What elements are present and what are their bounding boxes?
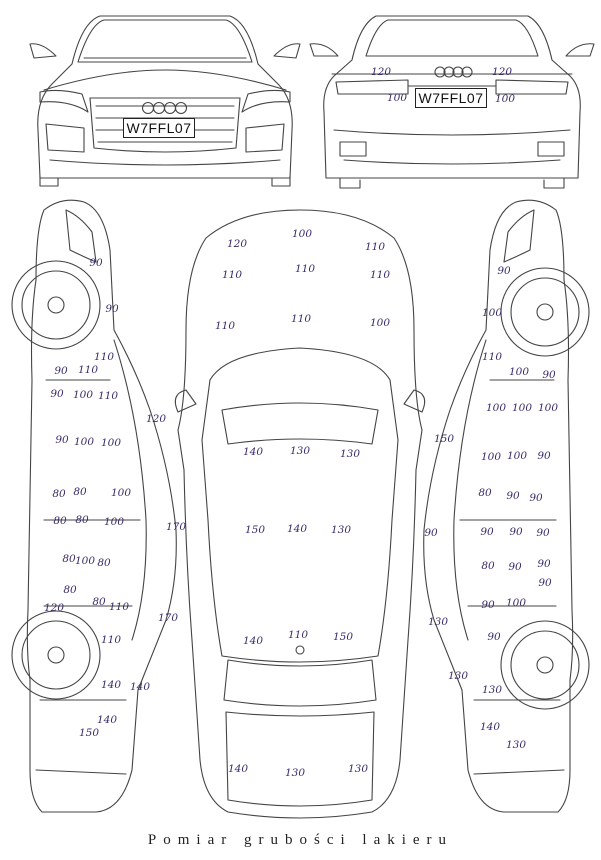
measurement-right: 90 — [424, 527, 438, 539]
measurement-rear: 120 — [491, 66, 513, 78]
measurement-right: 90 — [537, 558, 551, 570]
measurement-right: 90 — [542, 369, 556, 381]
measurement-roof: 140 — [242, 446, 264, 458]
measurement-rear: 120 — [370, 66, 392, 78]
measurement-right: 90 — [537, 450, 551, 462]
measurement-trunk: 130 — [347, 763, 369, 775]
measurement-left: 110 — [77, 364, 99, 376]
measurement-left: 110 — [97, 390, 119, 402]
measurement-right: 80 — [481, 560, 495, 572]
measurement-right: 130 — [427, 616, 449, 628]
front-view-drawing — [29, 15, 301, 187]
rear-license-plate: W7FFL07 — [415, 88, 487, 108]
measurement-right: 90 — [481, 599, 495, 611]
measurement-hood: 110 — [369, 269, 391, 281]
measurement-roof: 140 — [286, 523, 308, 535]
measurement-right: 100 — [505, 597, 527, 609]
measurement-left: 100 — [74, 555, 96, 567]
measurement-trunk: 110 — [287, 629, 309, 641]
measurement-left: 100 — [72, 389, 94, 401]
measurement-right: 90 — [480, 526, 494, 538]
measurement-left: 80 — [92, 596, 106, 608]
measurement-left: 110 — [93, 351, 115, 363]
measurement-rear: 100 — [386, 92, 408, 104]
measurement-left: 100 — [103, 516, 125, 528]
measurement-hood: 120 — [226, 238, 248, 250]
measurement-right: 100 — [480, 451, 502, 463]
measurement-left: 140 — [96, 714, 118, 726]
measurement-roof: 130 — [330, 524, 352, 536]
measurement-roof: 150 — [244, 524, 266, 536]
measurement-hood: 110 — [214, 320, 236, 332]
front-license-plate: W7FFL07 — [123, 118, 195, 138]
measurement-left: 90 — [54, 365, 68, 377]
measurement-hood: 100 — [291, 228, 313, 240]
measurement-left: 150 — [78, 727, 100, 739]
measurement-right: 130 — [447, 670, 469, 682]
measurement-left: 110 — [108, 601, 130, 613]
page-caption: Pomiar grubości lakieru — [147, 832, 454, 848]
measurement-left: 80 — [52, 488, 66, 500]
measurement-left: 90 — [89, 257, 103, 269]
rear-view-drawing — [309, 15, 595, 189]
measurement-left: 80 — [63, 584, 77, 596]
measurement-right: 100 — [508, 366, 530, 378]
measurement-left: 170 — [165, 521, 187, 533]
measurement-left: 90 — [50, 388, 64, 400]
measurement-right: 90 — [536, 527, 550, 539]
measurement-right: 140 — [479, 721, 501, 733]
top-view-drawing — [174, 209, 426, 819]
measurement-right: 100 — [537, 402, 559, 414]
measurement-right: 100 — [511, 402, 533, 414]
measurement-left: 120 — [145, 413, 167, 425]
measurement-hood: 110 — [221, 269, 243, 281]
measurement-right: 100 — [481, 307, 503, 319]
measurement-right: 100 — [506, 450, 528, 462]
measurement-right: 130 — [505, 739, 527, 751]
measurement-left: 80 — [75, 514, 89, 526]
measurement-left: 140 — [100, 679, 122, 691]
measurement-trunk: 130 — [284, 767, 306, 779]
measurement-right: 90 — [506, 490, 520, 502]
measurement-left: 80 — [73, 486, 87, 498]
measurement-left: 170 — [157, 612, 179, 624]
measurement-right: 90 — [538, 577, 552, 589]
measurement-left: 90 — [55, 434, 69, 446]
measurement-right: 100 — [485, 402, 507, 414]
right-side-drawing — [423, 199, 590, 813]
measurement-trunk: 140 — [227, 763, 249, 775]
measurement-right: 80 — [478, 487, 492, 499]
left-side-drawing — [11, 199, 177, 813]
measurement-right: 90 — [529, 492, 543, 504]
measurement-trunk: 150 — [332, 631, 354, 643]
measurement-right: 90 — [487, 631, 501, 643]
measurement-left: 80 — [97, 557, 111, 569]
measurement-left: 80 — [53, 515, 67, 527]
measurement-hood: 100 — [369, 317, 391, 329]
measurement-right: 90 — [497, 265, 511, 277]
measurement-left: 110 — [100, 634, 122, 646]
measurement-left: 120 — [43, 602, 65, 614]
measurement-left: 140 — [129, 681, 151, 693]
measurement-hood: 110 — [294, 263, 316, 275]
measurement-right: 110 — [481, 351, 503, 363]
measurement-left: 90 — [105, 303, 119, 315]
measurement-left: 100 — [110, 487, 132, 499]
measurement-roof: 130 — [289, 445, 311, 457]
measurement-right: 150 — [433, 433, 455, 445]
measurement-trunk: 140 — [242, 635, 264, 647]
measurement-right: 90 — [509, 526, 523, 538]
measurement-right: 90 — [508, 561, 522, 573]
measurement-left: 100 — [100, 437, 122, 449]
measurement-left: 100 — [73, 436, 95, 448]
measurement-rear: 100 — [494, 93, 516, 105]
measurement-roof: 130 — [339, 448, 361, 460]
measurement-hood: 110 — [364, 241, 386, 253]
measurement-left: 80 — [62, 553, 76, 565]
measurement-right: 130 — [481, 684, 503, 696]
measurement-hood: 110 — [290, 313, 312, 325]
